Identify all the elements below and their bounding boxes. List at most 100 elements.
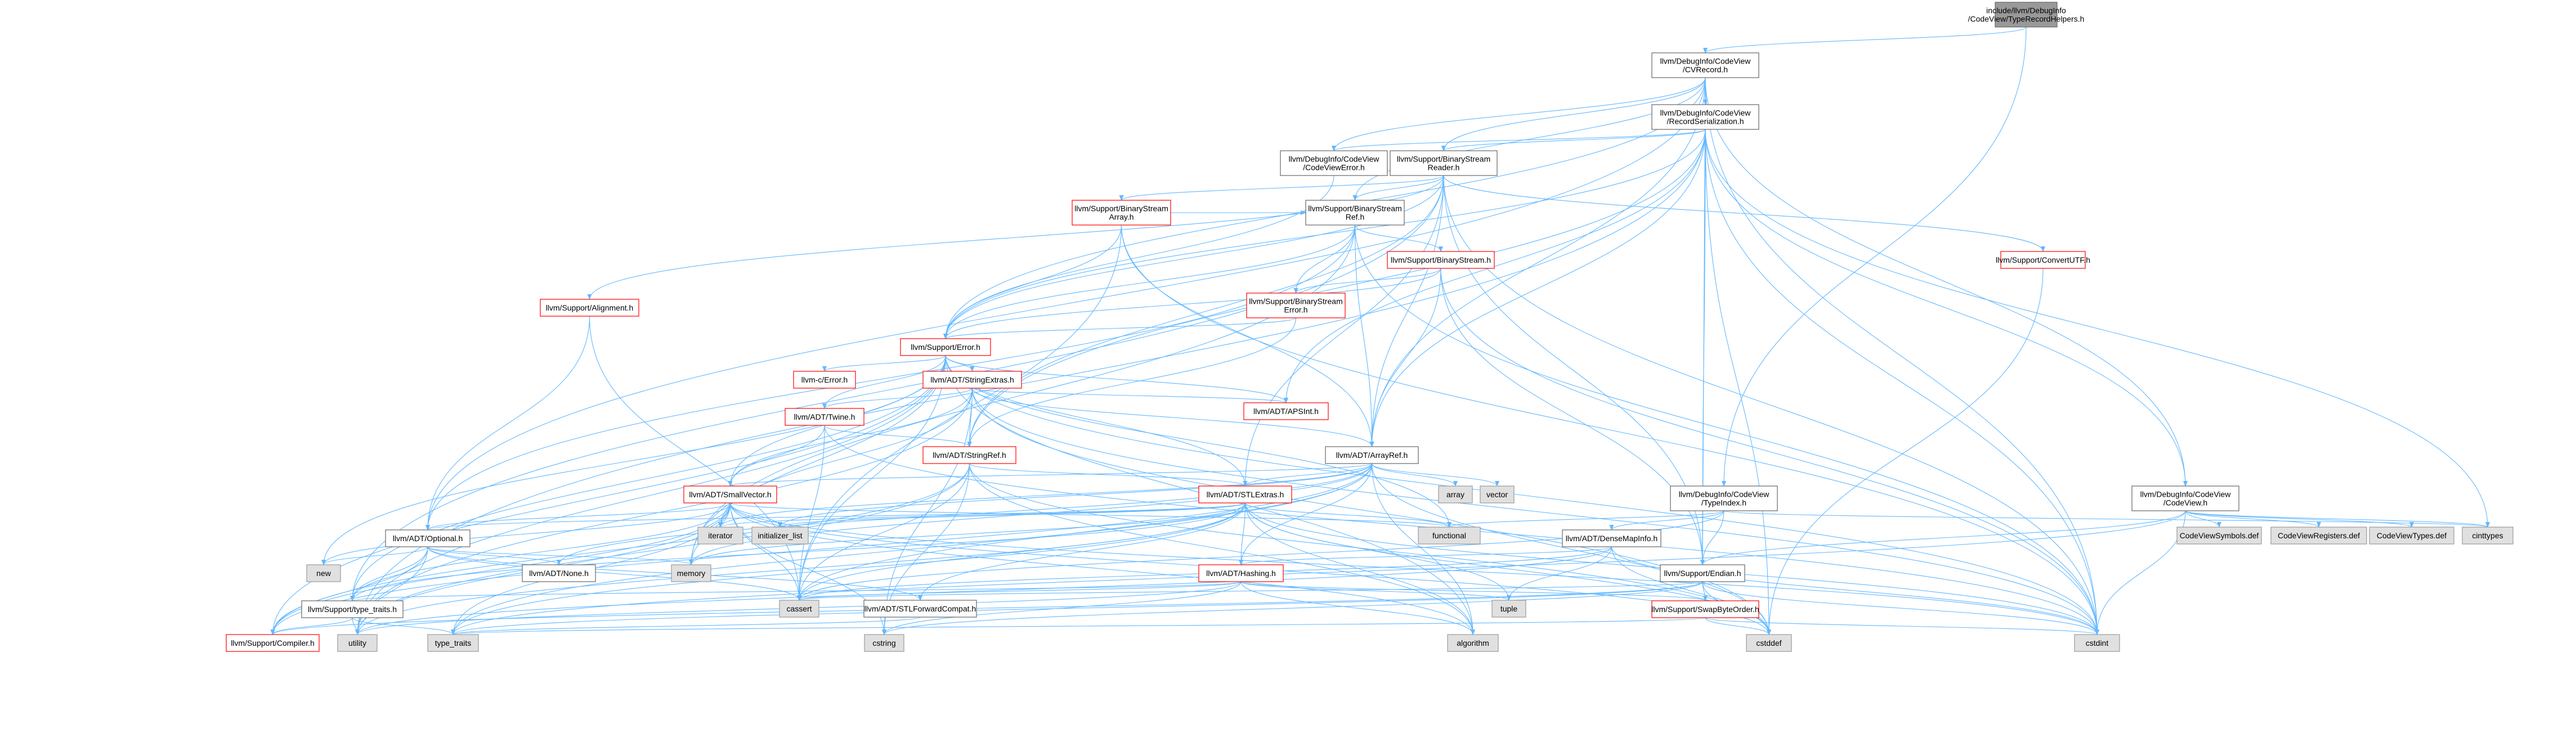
node-optional[interactable]: llvm/ADT/Optional.h xyxy=(385,529,471,547)
node-arrayref[interactable]: llvm/ADT/ArrayRef.h xyxy=(1325,446,1419,464)
edge-strextras-to-twine xyxy=(822,388,973,409)
node-cvrecord[interactable]: llvm/DebugInfo/CodeView/CVRecord.h xyxy=(1651,52,1759,78)
node-codeview[interactable]: llvm/DebugInfo/CodeView/CodeView.h xyxy=(2131,485,2239,511)
node-label: llvm/ADT/StringExtras.h xyxy=(930,375,1014,384)
edge-alignment-to-cassert xyxy=(589,316,801,601)
node-label: llvm-c/Error.h xyxy=(801,375,848,384)
node-compiler[interactable]: llvm/Support/Compiler.h xyxy=(226,634,320,652)
node-stlfwd[interactable]: llvm/ADT/STLForwardCompat.h xyxy=(863,600,977,618)
node-smallvec[interactable]: llvm/ADT/SmallVector.h xyxy=(683,485,777,503)
edge-optional-to-typetraits xyxy=(350,546,428,601)
edge-hashing-to-swaporder xyxy=(1240,581,1708,601)
edge-bsreader-to-stlextras xyxy=(1243,175,1444,487)
edge-strextras-to-apsint xyxy=(971,388,1288,403)
edge-cvrecord-to-codeview xyxy=(1705,77,2188,487)
node-apsint[interactable]: llvm/ADT/APSInt.h xyxy=(1243,402,1329,420)
node-cerror[interactable]: llvm-c/Error.h xyxy=(793,371,856,389)
edge-bsreader-to-error xyxy=(943,175,1444,339)
edge-bsarray-to-cassert xyxy=(797,224,1122,601)
node-label: llvm/ADT/DenseMapInfo.h xyxy=(1566,534,1657,543)
edge-bsreader-to-typetraits xyxy=(350,175,1444,601)
node-none[interactable]: llvm/ADT/None.h xyxy=(522,564,596,582)
node-box xyxy=(1660,564,1745,582)
node-label: llvm/Support/BinaryStream xyxy=(1397,155,1491,164)
node-error[interactable]: llvm/Support/Error.h xyxy=(900,338,991,356)
node-tuple: tuple xyxy=(1491,600,1526,618)
node-label: llvm/DebugInfo/CodeView xyxy=(1289,155,1380,164)
edge-arrayref-to-initlist xyxy=(778,463,1373,528)
node-box xyxy=(864,634,904,652)
node-label: llvm/Support/Endian.h xyxy=(1664,569,1741,578)
node-label: cinttypes xyxy=(2472,531,2503,540)
edge-recser-to-cverror xyxy=(1332,129,1706,151)
edge-stlextras-to-algorithm xyxy=(1244,502,1475,635)
node-box xyxy=(1651,104,1759,130)
node-box xyxy=(1072,200,1171,226)
node-algorithm: algorithm xyxy=(1447,634,1499,652)
node-label: llvm/Support/BinaryStream xyxy=(1074,204,1168,213)
edge-bsref-to-cstdint xyxy=(1354,224,2099,635)
edge-bsreader-to-endian xyxy=(1443,175,1705,565)
edge-codeview-to-cstdint xyxy=(2095,510,2186,635)
node-label: llvm/ADT/STLExtras.h xyxy=(1207,490,1284,499)
node-box xyxy=(793,371,856,389)
edge-stlextras-to-iterator xyxy=(718,502,1246,528)
node-box xyxy=(1562,529,1661,547)
node-strextras[interactable]: llvm/ADT/StringExtras.h xyxy=(922,371,1022,389)
edge-cvrecord-to-optional xyxy=(425,77,1706,530)
node-box xyxy=(2462,527,2514,545)
node-box xyxy=(922,446,1016,464)
node-root[interactable]: include/llvm/DebugInfo/CodeView/TypeReco… xyxy=(1968,2,2085,28)
node-bstream[interactable]: llvm/Support/BinaryStream.h xyxy=(1387,251,1495,269)
node-convutf[interactable]: llvm/Support/ConvertUTF.h xyxy=(1996,251,2090,269)
node-label: llvm/Support/ConvertUTF.h xyxy=(1996,255,2090,264)
edge-arrayref-to-smallvec xyxy=(728,463,1373,487)
node-endian[interactable]: llvm/Support/Endian.h xyxy=(1660,564,1745,582)
node-label: array xyxy=(1446,490,1464,499)
node-box xyxy=(779,600,819,618)
node-label: /RecordSerialization.h xyxy=(1667,117,1744,126)
node-typeindex[interactable]: llvm/DebugInfo/CodeView/TypeIndex.h xyxy=(1670,485,1778,511)
node-hashing[interactable]: llvm/ADT/Hashing.h xyxy=(1198,564,1284,582)
edge-smallvec-to-functional xyxy=(729,502,1451,528)
edge-bsref-to-arrayref xyxy=(1354,224,1374,447)
node-box xyxy=(671,564,711,582)
edge-bsref-to-optional xyxy=(425,224,1356,530)
edge-stlextras-to-typetraits xyxy=(350,502,1246,601)
node-cverror[interactable]: llvm/DebugInfo/CodeView/CodeViewError.h xyxy=(1280,150,1388,176)
node-typetraits[interactable]: llvm/Support/type_traits.h xyxy=(301,600,404,618)
node-stlextras[interactable]: llvm/ADT/STLExtras.h xyxy=(1198,485,1292,503)
node-label: llvm/ADT/ArrayRef.h xyxy=(1336,451,1408,460)
node-box xyxy=(2270,527,2367,545)
edge-swaporder-to-cstddef xyxy=(1705,617,1771,635)
node-densemapinfo[interactable]: llvm/ADT/DenseMapInfo.h xyxy=(1562,529,1661,547)
node-cinttypes: cinttypes xyxy=(2462,527,2514,545)
node-swaporder[interactable]: llvm/Support/SwapByteOrder.h xyxy=(1651,600,1759,618)
edge-hashing-to-typetraits xyxy=(350,581,1242,601)
node-box xyxy=(1480,485,1515,503)
node-strref[interactable]: llvm/ADT/StringRef.h xyxy=(922,446,1016,464)
edge-typeindex-to-cinttypes xyxy=(1723,510,2490,528)
node-box xyxy=(1491,600,1526,618)
edge-bsreader-to-cstdint xyxy=(1443,175,2099,635)
edge-twine-to-smallvec xyxy=(728,425,825,487)
node-label: cstring xyxy=(872,638,895,647)
edge-stlextras-to-functional xyxy=(1244,502,1451,528)
node-alignment[interactable]: llvm/Support/Alignment.h xyxy=(540,299,639,317)
node-label: llvm/Support/Alignment.h xyxy=(546,303,634,312)
node-twine[interactable]: llvm/ADT/Twine.h xyxy=(785,408,864,426)
node-recser[interactable]: llvm/DebugInfo/CodeView/RecordSerializat… xyxy=(1651,104,1759,130)
edge-smallvec-to-typetraits xyxy=(350,502,731,601)
edge-strextras-to-utility xyxy=(355,388,973,635)
node-box xyxy=(1651,52,1759,78)
edge-strextras-to-cstdint xyxy=(971,388,2099,635)
node-label: Error.h xyxy=(1284,305,1307,314)
node-cstdint: cstdint xyxy=(2074,634,2120,652)
node-label: llvm/ADT/Twine.h xyxy=(794,412,855,421)
edge-bsreader-to-arrayref xyxy=(1369,175,1444,447)
node-box xyxy=(2369,527,2454,545)
